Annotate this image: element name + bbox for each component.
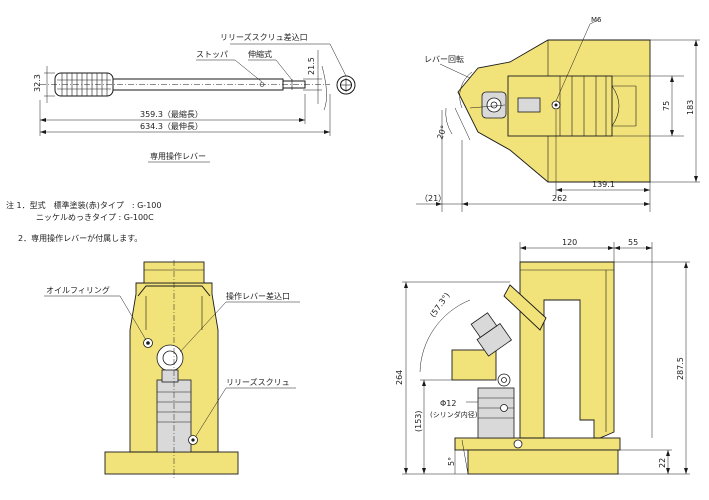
dim-side-dia12: Φ12 — [440, 399, 456, 408]
side-body — [519, 261, 615, 439]
dim-side-287: 287.5 — [676, 357, 685, 380]
dim-side-cyl: (シリンダ内径) — [430, 410, 478, 419]
dim-lever-side: 21.5 — [307, 57, 316, 75]
label-release-screw: リリーズスクリュ — [226, 377, 290, 387]
note-1-sub: ニッケルめっきタイプ : G-100C — [36, 213, 154, 222]
top-view: M6 レバー回転 20° 75 183 139.1 （21） 262 — [416, 16, 700, 212]
front-view: オイルフィリング 操作レバー差込口 リリーズスクリュ — [44, 260, 300, 478]
dim-side-22: 22 — [658, 458, 667, 468]
dim-side-5deg: 5° — [447, 457, 456, 466]
note-1-head: 注 1．型式 標準塗装(赤)タイプ : G-100 — [6, 200, 161, 210]
lever-view: リリーズスクリュ差込口 ストッパ 伸縮式 32.3 21.5 359.3（最縮長… — [33, 32, 356, 163]
front-base — [104, 451, 239, 475]
side-base — [454, 437, 621, 451]
dim-lever-dia: 32.3 — [33, 74, 42, 92]
dim-side-120: 120 — [562, 238, 577, 247]
label-telescopic: 伸縮式 — [248, 49, 272, 59]
dim-side-153: (153) — [414, 410, 423, 432]
notes: 注 1．型式 標準塗装(赤)タイプ : G-100 ニッケルめっきタイプ : G… — [6, 200, 161, 243]
label-lever-socket: 操作レバー差込口 — [226, 291, 290, 301]
dim-top-21: （21） — [420, 194, 446, 203]
note-2: 2．専用操作レバーが付属します。 — [18, 233, 142, 243]
dim-side-angle: (57.3°) — [428, 291, 451, 319]
lever-caption: 専用操作レバー — [150, 151, 206, 161]
dim-top-183: 183 — [686, 100, 695, 115]
label-oil-filling: オイルフィリング — [46, 285, 110, 295]
dim-lever-max: 634.3（最伸長） — [140, 121, 203, 131]
side-view: (57.3°) 120 55 264 (153) Φ12 (シリンダ内径) 5° — [395, 238, 690, 475]
dim-lever-min: 359.3（最縮長） — [140, 109, 203, 119]
dim-top-139: 139.1 — [592, 180, 615, 189]
dim-top-75: 75 — [662, 101, 671, 111]
dim-side-264: 264 — [395, 370, 404, 385]
label-m6: M6 — [591, 16, 602, 24]
label-lever-rotation: レバー回転 — [424, 55, 464, 64]
dim-top-262: 262 — [552, 194, 567, 203]
label-stopper: ストッパ — [196, 50, 228, 59]
label-release-socket: リリーズスクリュ差込口 — [220, 32, 308, 42]
dim-side-55: 55 — [628, 238, 638, 247]
